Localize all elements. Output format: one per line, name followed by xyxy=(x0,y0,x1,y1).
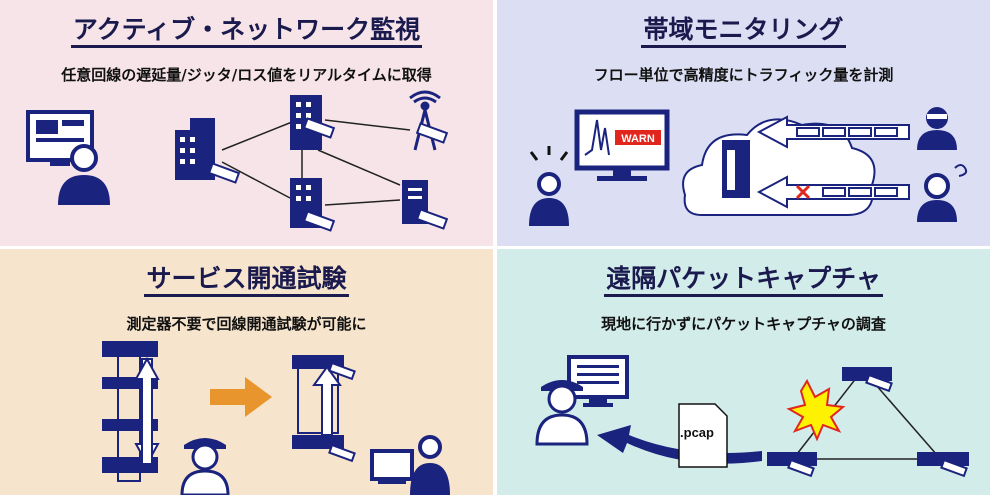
network-monitoring-illustration xyxy=(26,90,449,232)
bandwidth-monitoring-illustration: WARN xyxy=(529,107,968,226)
remote-operator-icon xyxy=(370,435,450,495)
appliance-icon xyxy=(722,140,750,198)
technician-icon xyxy=(180,438,230,495)
transition-arrow xyxy=(210,377,272,417)
confused-user-icon xyxy=(917,164,968,222)
attacker-icon xyxy=(917,107,957,150)
panel-bandwidth-monitoring: 帯域モニタリング フロー単位で高精度にトラフィック量を計測 WARN xyxy=(497,0,990,246)
traffic-flow-arrows xyxy=(756,115,910,209)
pcap-label: .pcap xyxy=(680,425,714,440)
panel-remote-packet-capture: 遠隔パケットキャプチャ 現地に行かずにパケットキャプチャの調査 .pcap xyxy=(497,249,990,495)
probe-icons xyxy=(207,117,449,232)
traffic-monitor-icon: WARN xyxy=(574,109,670,181)
monitoring-operator-icon xyxy=(26,110,110,205)
activation-test-illustration xyxy=(102,341,450,495)
server-icon xyxy=(402,180,428,224)
panel-subtitle: 現地に行かずにパケットキャプチャの調査 xyxy=(601,315,886,333)
warn-label: WARN xyxy=(621,133,655,145)
panel-title: 遠隔パケットキャプチャ xyxy=(497,259,990,297)
incident-burst-icon xyxy=(786,378,846,442)
alert-person-icon xyxy=(529,146,569,226)
pcap-file-icon: .pcap xyxy=(678,403,728,468)
panel-service-activation-test: サービス開通試験 測定器不要で回線開通試験が可能に xyxy=(0,249,493,495)
panel-title: サービス開通試験 xyxy=(0,259,493,297)
test-equipment-rack xyxy=(102,341,160,482)
antenna-tower-icon xyxy=(409,90,441,151)
probe-rack xyxy=(292,355,356,463)
packet-capture-illustration: .pcap xyxy=(535,355,969,478)
panel-subtitle: 測定器不要で回線開通試験が可能に xyxy=(126,315,367,333)
network-probe-icons xyxy=(767,367,969,478)
panel-subtitle: フロー単位で高精度にトラフィック量を計測 xyxy=(593,66,894,84)
building-icon xyxy=(175,118,215,180)
panel-title: 帯域モニタリング xyxy=(497,10,990,48)
panel-active-network-monitoring: アクティブ・ネットワーク監視 任意回線の遅延量/ジッタ/ロス値をリアルタイムに取… xyxy=(0,0,493,246)
analyst-icon xyxy=(535,355,629,446)
panel-subtitle: 任意回線の遅延量/ジッタ/ロス値をリアルタイムに取得 xyxy=(61,66,432,84)
panel-title: アクティブ・ネットワーク監視 xyxy=(0,10,493,48)
